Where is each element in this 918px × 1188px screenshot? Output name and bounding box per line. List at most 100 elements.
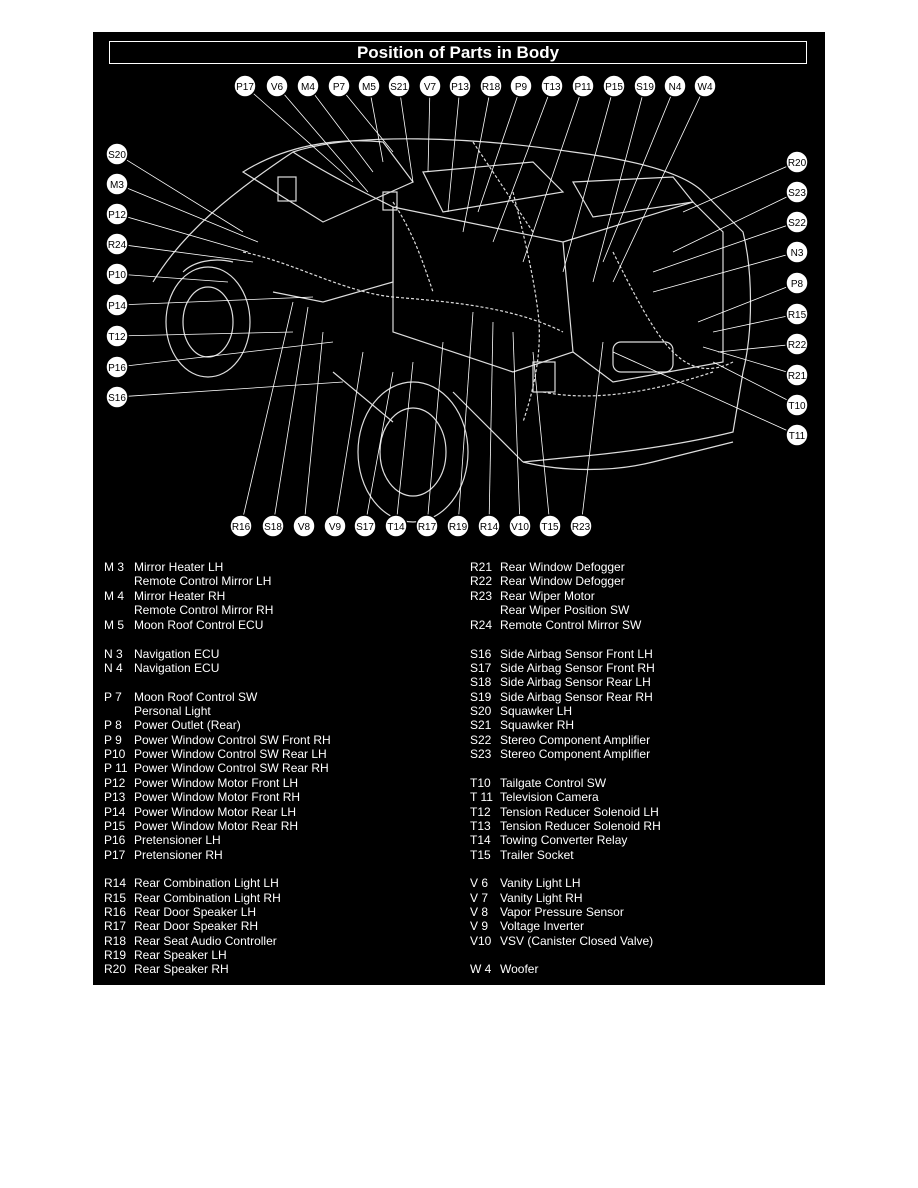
callout-label: P9 [515,82,528,93]
callout-t15: T15 [538,514,562,538]
callout-t10: T10 [785,393,809,417]
legend-code: P 9 [104,733,122,747]
leader-line-p11 [522,85,584,263]
leader-line-s20 [116,153,244,233]
callout-s18: S18 [261,514,285,538]
callout-label: P16 [108,363,126,374]
callout-label: R24 [108,240,127,251]
legend-description: Squawker LH [500,704,573,718]
legend-description: Rear Combination Light RH [134,891,281,905]
leader-line-p14 [116,296,314,306]
callout-s17: S17 [353,514,377,538]
legend-description: Power Window Motor Rear LH [134,805,297,819]
callout-r22: R22 [785,332,809,356]
callout-p17: P17 [233,74,257,98]
leader-line-p8 [697,282,798,323]
callout-label: M4 [301,82,315,93]
callout-s21: S21 [387,74,411,98]
legend-description: Rear Wiper Position SW [500,603,630,617]
leader-line-n3 [652,251,798,293]
legend-code: R17 [104,919,127,933]
legend-code: R23 [470,589,493,603]
leader-line-s17 [364,371,394,527]
legend-code: R19 [104,948,127,962]
legend-code: V 7 [470,891,489,905]
callout-t14: T14 [384,514,408,538]
legend-description: Tension Reducer Solenoid RH [500,819,661,833]
legend-description: Navigation ECU [134,661,220,675]
callout-s23: S23 [785,180,809,204]
leader-line-r21 [702,346,798,376]
leader-line-r19 [457,311,474,527]
callout-t13: T13 [540,74,564,98]
callout-label: T13 [543,82,561,93]
legend-code: P 11 [104,761,128,775]
callout-s22: S22 [785,210,809,234]
legend-description: Voltage Inverter [500,919,585,933]
leader-line-r18 [462,85,492,233]
callout-label: R21 [788,371,807,382]
callout-label: R17 [418,522,437,533]
callout-t11: T11 [785,423,809,447]
callout-label: M5 [362,82,376,93]
callout-p13: P13 [448,74,472,98]
callout-r21: R21 [785,363,809,387]
leader-line-w4 [612,85,706,283]
callout-p14: P14 [105,293,129,317]
callout-p15: P15 [602,74,626,98]
legend-code: V10 [470,934,492,948]
legend-description: Mirror Heater RH [134,589,226,603]
callout-label: T10 [788,401,806,412]
legend-code: T15 [470,848,491,862]
callout-w4: W4 [693,74,717,98]
legend-description: Pretensioner RH [134,848,223,862]
legend-code: V 9 [470,919,489,933]
legend-description: Rear Speaker RH [134,962,229,976]
callout-label: S18 [264,522,282,533]
legend-code: P15 [104,819,126,833]
leader-line-v7 [427,85,431,173]
callout-label: N3 [791,248,804,259]
legend-code: S20 [470,704,492,718]
leader-line-m5 [368,85,384,163]
legend-code: S23 [470,747,492,761]
legend-description: Side Airbag Sensor Front RH [500,661,655,675]
legend-description: Rear Door Speaker RH [134,919,259,933]
vehicle-body-drawing [152,138,752,523]
legend-code: S17 [470,661,492,675]
legend-description: Power Window Control SW Rear LH [134,747,327,761]
legend-description: Remote Control Mirror RH [134,603,274,617]
callout-label: S23 [788,188,806,199]
callout-label: P10 [108,270,126,281]
legend-description: Personal Light [134,704,211,718]
legend-code: T 11 [470,790,493,804]
leader-line-r22 [717,343,798,353]
legend-code: M 3 [104,560,125,574]
legend-description: Tension Reducer Solenoid LH [500,805,659,819]
legend-description: Power Window Motor Front LH [134,776,299,790]
callout-r18: R18 [479,74,503,98]
callout-m3: M3 [105,172,129,196]
callout-label: R19 [449,522,468,533]
callout-label: R22 [788,340,807,351]
callout-label: V10 [511,522,529,533]
legend-code: S18 [470,675,492,689]
callout-label: V6 [271,82,284,93]
callout-label: V9 [329,522,342,533]
callout-label: S16 [108,393,126,404]
leader-line-s16 [116,381,344,398]
callout-label: P8 [791,279,804,290]
callout-v9: V9 [323,514,347,538]
callout-label: T11 [789,431,806,442]
legend-description: Squawker RH [500,718,575,732]
legend-code: M 5 [104,618,125,632]
legend-description: Power Outlet (Rear) [134,718,241,732]
callout-label: P17 [236,82,254,93]
callout-label: R20 [788,158,807,169]
leader-line-s22 [652,221,798,273]
callout-p12: P12 [105,202,129,226]
callout-label: S21 [390,82,408,93]
leader-line-p12 [116,213,249,253]
